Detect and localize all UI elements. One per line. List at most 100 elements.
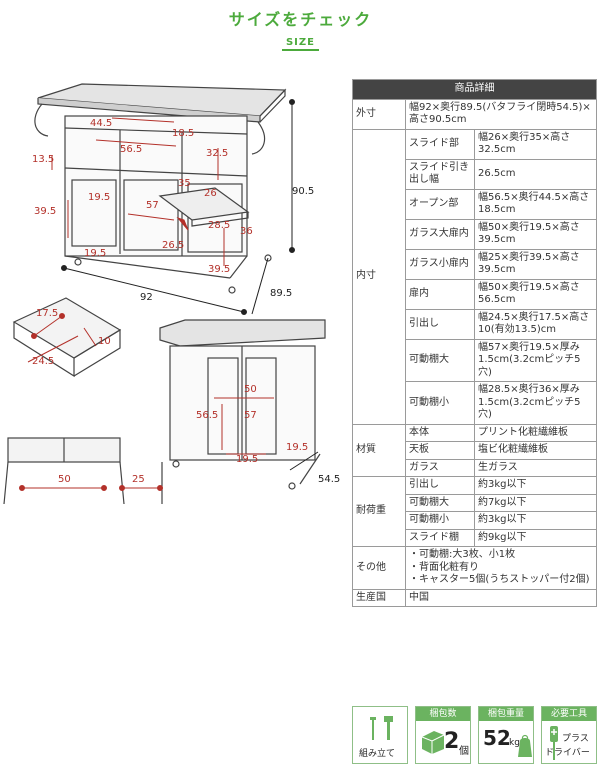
- weight-value: 52: [483, 726, 511, 750]
- spec-label-other: その他: [352, 546, 406, 590]
- spec-row-outer: 外寸 幅92×奥行89.5(バタフライ閉時54.5)×高さ90.5cm: [352, 98, 597, 130]
- dim-total-depth: 89.5: [270, 288, 293, 299]
- spec-inner-value: 26.5cm: [474, 158, 597, 190]
- spec-inner-name: 可動棚大: [405, 338, 475, 382]
- package-count-box: 梱包数 2 個: [415, 706, 471, 764]
- box-icon: [420, 727, 446, 759]
- furniture-drawings: [3, 83, 326, 505]
- dim-total-width: 92: [140, 292, 153, 303]
- size-diagram: 44.5 18.5 56.5 13.5 32.5 35 26 90.5 19.5…: [0, 68, 345, 508]
- weight-unit: kg: [509, 738, 520, 748]
- tools-icon: [365, 713, 397, 747]
- required-tools-title: 必要工具: [542, 707, 596, 721]
- dim-back-depth-left: 19.5: [236, 454, 259, 465]
- spec-row-inner: 可動棚大 幅57×奥行19.5×厚み1.5cm(3.2cmピッチ5穴): [353, 338, 597, 382]
- spec-inner-name: スライド引き出し幅: [405, 158, 475, 190]
- spec-inner-name: オープン部: [405, 188, 475, 220]
- spec-row-load: 可動棚小 約3kg以下: [353, 511, 597, 530]
- page-title: サイズをチェック: [228, 10, 373, 29]
- dim-slide-width: 35: [178, 178, 191, 189]
- spec-inner-name: ガラス小扉内: [405, 248, 475, 280]
- screwdriver-icon: [546, 724, 562, 766]
- package-weight-title: 梱包重量: [479, 707, 533, 721]
- dim-drawer-depth: 17.5: [36, 308, 59, 319]
- tools-line1: プラス: [562, 734, 589, 744]
- dim-drawer-width: 24.5: [32, 356, 55, 367]
- dim-door-width: 26.5: [162, 240, 185, 251]
- spec-value-outer: 幅92×奥行89.5(バタフライ閉時54.5)×高さ90.5cm: [405, 98, 597, 130]
- spec-inner-name: 可動棚小: [405, 381, 475, 425]
- dim-back-width: 50: [244, 384, 257, 395]
- spec-row-material: 材質 本体 プリント化粧繊維板: [352, 423, 597, 477]
- spec-load-name: 引出し: [405, 476, 475, 495]
- spec-other-line: ・キャスター5個(うちストッパー付2個): [409, 574, 590, 585]
- dim-slide-height: 32.5: [206, 148, 229, 159]
- page-subtitle: SIZE: [281, 37, 319, 51]
- spec-inner-value: 幅28.5×奥行36×厚み1.5cm(3.2cmピッチ5穴): [474, 381, 597, 425]
- spec-inner-name: 扉内: [405, 278, 475, 310]
- dim-front-width-right: 25: [132, 474, 145, 485]
- spec-label-inner: 内寸: [352, 128, 406, 425]
- spec-material-name: 天板: [405, 441, 475, 460]
- assembly-label: 組み立て: [359, 749, 396, 759]
- package-count-unit: 個: [459, 746, 469, 757]
- dim-drawer-inner-height: 10: [98, 336, 111, 347]
- spec-inner-value: 幅25×奥行39.5×高さ39.5cm: [474, 248, 597, 280]
- dim-glass-large-height: 39.5: [34, 206, 57, 217]
- dim-small-height: 36: [240, 226, 253, 237]
- spec-inner-name: ガラス大扉内: [405, 218, 475, 250]
- spec-load-name: 可動棚大: [405, 493, 475, 512]
- spec-row-inner: オープン部 幅56.5×奥行44.5×高さ18.5cm: [353, 188, 597, 220]
- spec-material-name: 本体: [405, 423, 475, 442]
- spec-label-outer: 外寸: [352, 98, 406, 130]
- package-weight-box: 梱包重量 52 kg: [478, 706, 534, 764]
- dim-bottom-right-height: 39.5: [208, 264, 231, 275]
- dim-top-height: 18.5: [172, 128, 195, 139]
- spec-row-inner: 可動棚小 幅28.5×奥行36×厚み1.5cm(3.2cmピッチ5穴): [353, 381, 597, 425]
- dim-total-height: 90.5: [292, 186, 315, 197]
- spec-load-name: スライド棚: [405, 528, 475, 547]
- spec-load-value: 約3kg以下: [474, 476, 597, 495]
- spec-inner-value: 幅26×奥行35×高さ32.5cm: [474, 128, 597, 160]
- package-count-value: 2: [444, 729, 460, 754]
- spec-material-value: 塩ビ化粧繊維板: [474, 441, 597, 460]
- package-count-title: 梱包数: [416, 707, 470, 721]
- spec-inner-name: スライド部: [405, 128, 475, 160]
- required-tools-box: 必要工具 プラス ドライバー: [541, 706, 597, 764]
- spec-material-value: プリント化粧繊維板: [474, 423, 597, 442]
- spec-row-inner: ガラス小扉内 幅25×奥行39.5×高さ39.5cm: [353, 248, 597, 280]
- dim-slide-depth: 26: [204, 188, 217, 199]
- spec-load-name: 可動棚小: [405, 511, 475, 530]
- spec-material-name: ガラス: [405, 458, 475, 477]
- spec-inner-value: 幅50×奥行19.5×高さ56.5cm: [474, 278, 597, 310]
- spec-caption: 商品詳細: [352, 79, 597, 100]
- dim-back-total-depth: 54.5: [318, 474, 341, 485]
- assembly-box: 組み立て: [352, 706, 408, 764]
- spec-table: 商品詳細 外寸 幅92×奥行89.5(バタフライ閉時54.5)×高さ90.5cm…: [352, 79, 597, 607]
- dim-drawer-height: 13.5: [32, 154, 55, 165]
- dim-back-inner-height: 57: [244, 410, 257, 421]
- spec-label-load: 耐荷重: [352, 476, 406, 547]
- spec-load-value: 約7kg以下: [474, 493, 597, 512]
- spec-inner-name: 引出し: [405, 308, 475, 340]
- spec-inner-value: 幅56.5×奥行44.5×高さ18.5cm: [474, 188, 597, 220]
- dim-top-depth: 44.5: [90, 118, 113, 129]
- spec-load-value: 約3kg以下: [474, 511, 597, 530]
- spec-label-origin: 生産国: [352, 588, 406, 607]
- weight-icon: [517, 733, 533, 763]
- tools-line2: ドライバー: [545, 748, 590, 758]
- spec-value-other: ・可動棚:大3枚、小1枚 ・背面化粧有り ・キャスター5個(うちストッパー付2個…: [405, 546, 597, 590]
- spec-row-load: 耐荷重 引出し 約3kg以下: [352, 476, 597, 547]
- spec-row-inner: スライド引き出し幅 26.5cm: [353, 158, 597, 190]
- spec-row-load: スライド棚 約9kg以下: [353, 528, 597, 547]
- spec-row-inner: 扉内 幅50×奥行19.5×高さ56.5cm: [353, 278, 597, 310]
- page-header: サイズをチェック SIZE: [0, 6, 601, 51]
- spec-row-other: その他 ・可動棚:大3枚、小1枚 ・背面化粧有り ・キャスター5個(うちストッパ…: [352, 546, 597, 590]
- spec-row-inner: ガラス大扉内 幅50×奥行19.5×高さ39.5cm: [353, 218, 597, 250]
- spec-value-origin: 中国: [405, 588, 597, 607]
- spec-inner-value: 幅24.5×奥行17.5×高さ10(有効13.5)cm: [474, 308, 597, 340]
- spec-load-value: 約9kg以下: [474, 528, 597, 547]
- spec-inner-value: 幅50×奥行19.5×高さ39.5cm: [474, 218, 597, 250]
- spec-other-line: ・可動棚:大3枚、小1枚: [409, 549, 516, 560]
- dim-top-width: 56.5: [120, 144, 143, 155]
